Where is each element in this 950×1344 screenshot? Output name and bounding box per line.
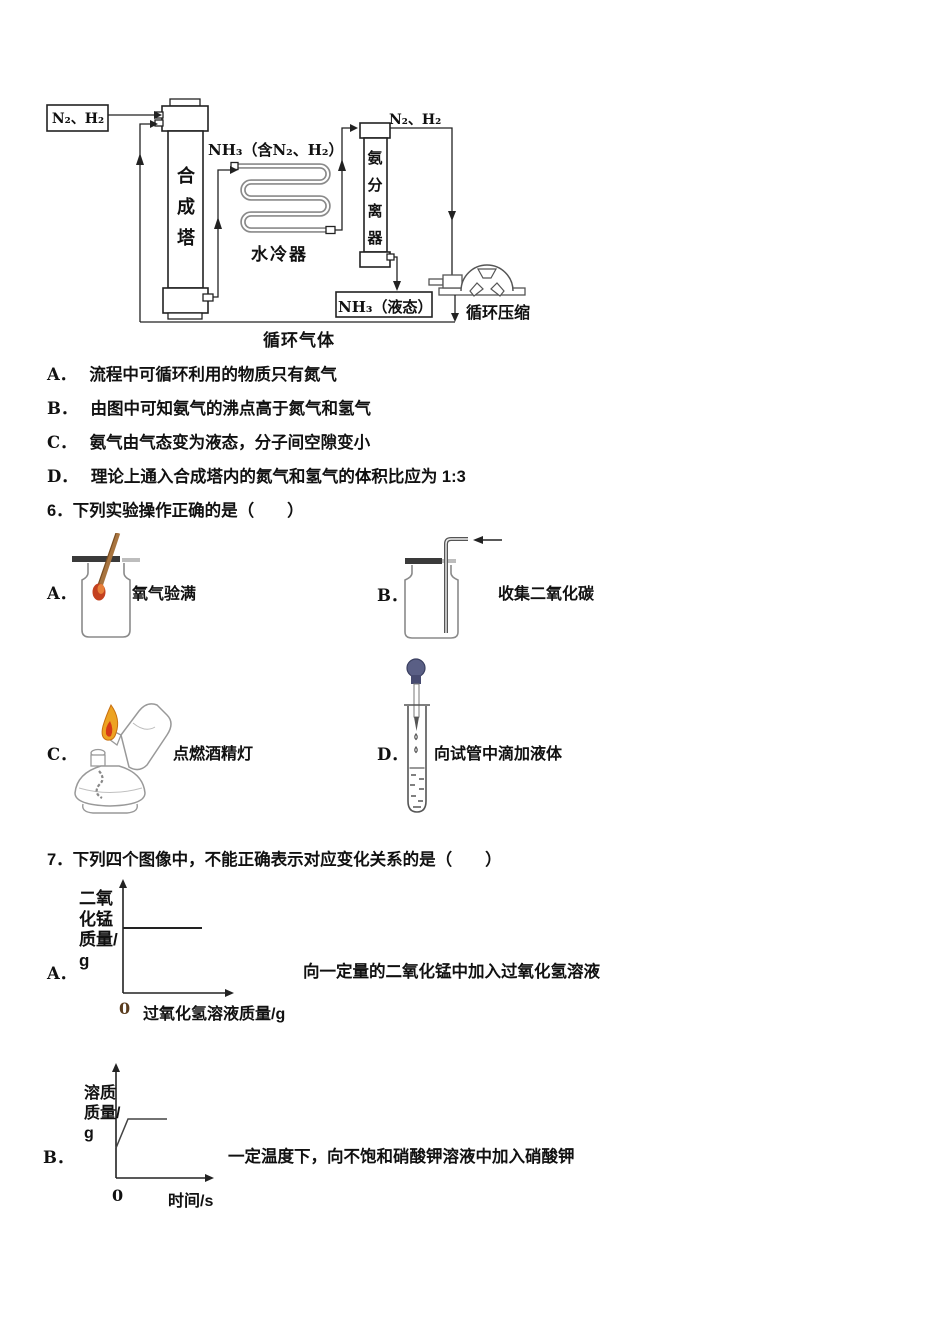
flow-ammonia-separator-label: 氨分离器 [367,150,383,247]
q6-option-c-caption: 点燃酒精灯 [173,746,254,763]
chart-a-xlabel: 过氧化氢溶液质量/g [143,1006,286,1023]
q5-option-c: C． 氨气由气态变为液态，分子间空隙变小 [47,429,370,453]
q5-option-d-letter: D． [47,467,78,486]
q5-option-a-text: 流程中可循环利用的物质只有氮气 [89,366,337,384]
q5-option-d: D． 理论上通入合成塔内的氮气和氢气的体积比应为 1:3 [47,463,466,487]
q5-option-b-letter: B． [47,399,78,418]
chart-a-ylabel: 二氧化锰质量/g [79,889,118,970]
chart-b-origin-label: 0 [112,1186,124,1205]
ammonia-synthesis-flow-diagram [46,98,526,323]
flow-recycle-gas-bottom-label: 循环气体 [263,331,335,350]
q5-option-d-text: 理论上通入合成塔内的氮气和氢气的体积比应为 1:3 [90,468,466,486]
q6-option-a-letter: A． [47,584,77,603]
chart-a-plot [119,879,234,997]
q7-option-a-description: 向一定量的二氧化锰中加入过氧化氢溶液 [303,963,600,981]
q5-option-b: B． 由图中可知氨气的沸点高于氮气和氢气 [47,395,371,419]
q6-option-b-apparatus-gas-collection-bottle [404,536,502,639]
q7-stem: 7．下列四个图像中，不能正确表示对应变化关系的是（ ） [47,851,502,869]
q5-option-c-text: 氨气由气态变为液态，分子间空隙变小 [89,434,371,452]
q6-option-a-caption: 氧气验满 [132,586,197,603]
q5-option-c-letter: C． [47,433,77,452]
q5-option-a-letter: A． [47,365,77,384]
flow-recycle-gas-top-label: N₂、H₂ [389,112,442,128]
chart-b-xlabel: 时间/s [168,1193,214,1210]
flow-nh3-liquid-label: NH₃（液态） [338,298,433,316]
q7-option-a-letter: A． [47,964,77,983]
q6-stem: 6．下列实验操作正确的是（ ） [47,502,304,520]
q6-option-d-caption: 向试管中滴加液体 [434,746,563,763]
q6-option-d-letter: D． [377,745,408,764]
q6-option-b-letter: B． [377,586,408,605]
q5-option-b-text: 由图中可知氨气的沸点高于氮气和氢气 [90,400,371,418]
flow-compressor-label: 循环压缩 [466,305,531,322]
q7-option-b-description: 一定温度下，向不饱和硝酸钾溶液中加入硝酸钾 [228,1148,575,1166]
flow-feed-gas-label: N₂、H₂ [51,111,105,127]
flow-nh3-mixture-label: NH₃（含N₂、H₂） [208,141,344,159]
q6-option-d-apparatus-dropper-test-tube [404,658,430,813]
q6-option-a-apparatus-glowing-splint-bottle [72,533,140,638]
q6-option-c-apparatus-alcohol-lamps [74,703,172,814]
flow-synthesis-tower-label: 合成塔 [177,166,195,248]
chart-a-origin-label: 0 [119,999,131,1018]
q7-option-b-letter: B． [43,1148,74,1167]
flow-water-cooler-label: 水冷器 [251,245,308,264]
q6-option-c-letter: C． [47,745,77,764]
chart-b-plot [112,1063,214,1182]
q6-option-b-caption: 收集二氧化碳 [498,586,595,603]
q5-option-a: A． 流程中可循环利用的物质只有氮气 [47,361,337,385]
chart-b-ylabel: 溶质质量/g [84,1085,121,1142]
